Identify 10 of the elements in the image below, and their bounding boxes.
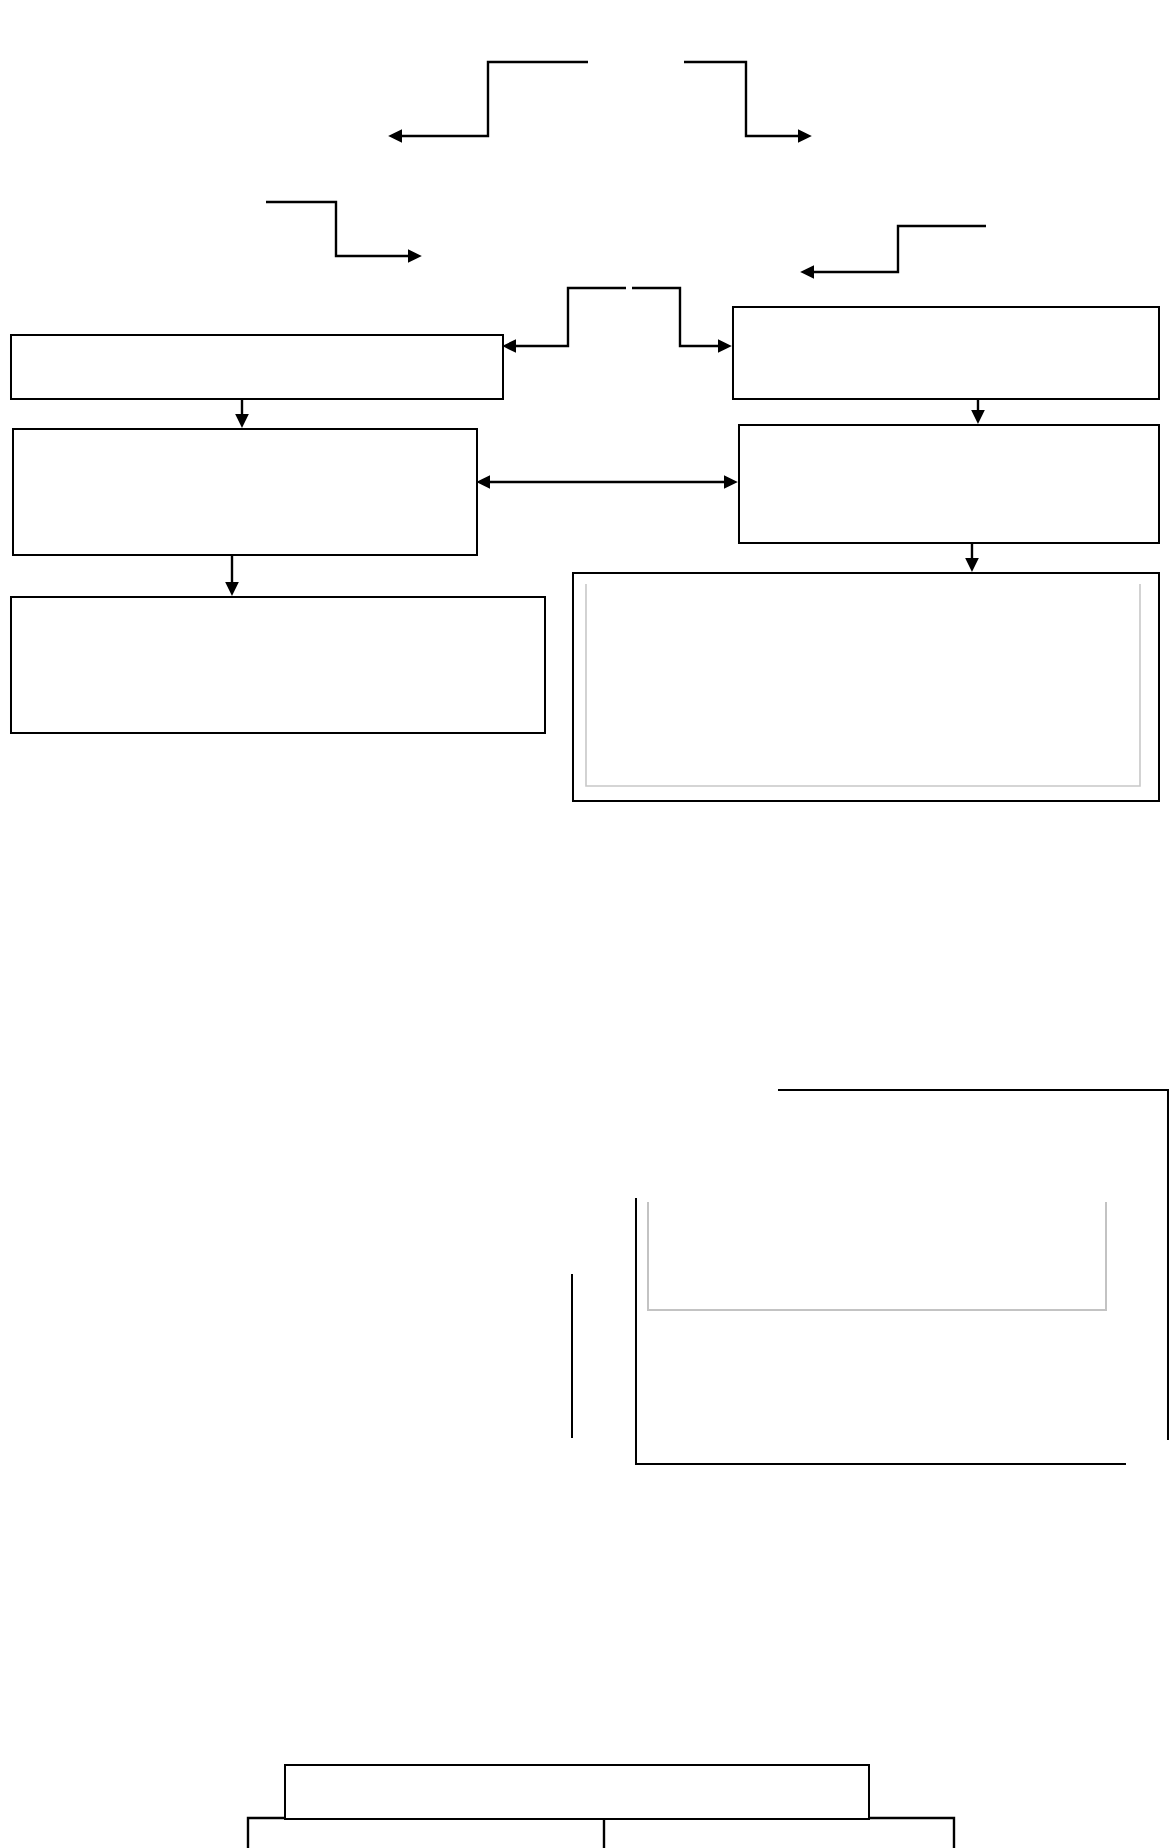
empty-box: [12, 428, 478, 556]
empty-box: [10, 596, 546, 734]
empty-box: [732, 306, 1160, 400]
branch-line: [602, 1818, 606, 1848]
empty-box: [738, 424, 1160, 544]
framed-box: [572, 572, 1160, 802]
branch-line: [868, 1816, 956, 1848]
empty-box: [10, 334, 504, 400]
branch-line: [246, 1816, 284, 1848]
empty-box: [284, 1764, 870, 1820]
